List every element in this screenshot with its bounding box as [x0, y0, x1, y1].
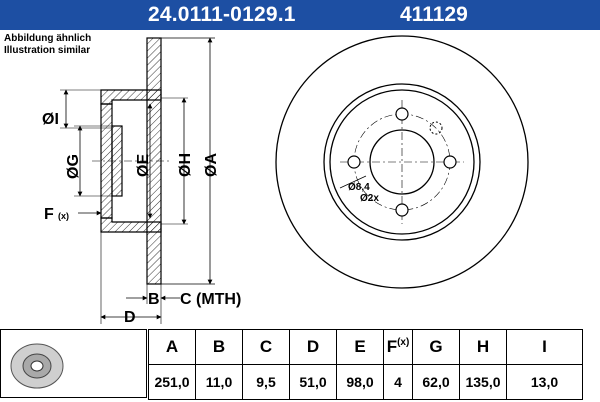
value-h: 135,0: [459, 364, 507, 400]
bolt-count-label: Ø2x: [360, 193, 379, 204]
bolt-hole-label: Ø8,4: [348, 182, 370, 193]
part-number: 24.0111-0129.1: [148, 3, 296, 26]
label-f: F: [44, 206, 54, 223]
header-f: F: [386, 337, 398, 356]
front-view: Ø8,4 Ø2x: [275, 35, 529, 289]
value-c: 9,5: [242, 364, 290, 400]
inner-ring-circle: [323, 83, 481, 241]
value-e: 98,0: [336, 364, 384, 400]
header-e: E: [336, 329, 384, 365]
value-i: 13,0: [506, 364, 583, 400]
bolt-hole-bottom: [395, 203, 409, 217]
value-d: 51,0: [289, 364, 337, 400]
value-g: 62,0: [412, 364, 460, 400]
label-b: B: [148, 291, 160, 308]
label-h: ØH: [177, 153, 194, 177]
technical-drawing: ØI ØG ØE ØH ØA F (x) B C (MTH) D Ø8,4 Ø2…: [42, 35, 529, 326]
value-f: 4: [383, 364, 413, 400]
bolt-hole-right: [443, 155, 457, 169]
label-f-sub: (x): [58, 211, 69, 221]
cross-section: [60, 37, 215, 324]
aux-hole: [429, 121, 443, 135]
header-f-sub: (x): [397, 337, 410, 348]
header-c: C: [242, 329, 290, 365]
bolt-hole-left: [347, 155, 361, 169]
value-a: 251,0: [148, 364, 196, 400]
label-a: ØA: [203, 153, 220, 177]
hat-circle: [329, 89, 475, 235]
label-e: ØE: [135, 154, 152, 177]
header-b: B: [195, 329, 243, 365]
dimension-labels: ØI ØG ØE ØH ØA F (x) B C (MTH) D: [42, 111, 241, 326]
note-de: Abbildung ähnlich: [4, 33, 92, 44]
header-g: G: [412, 329, 460, 365]
bolt-hole-top: [395, 107, 409, 121]
spec-table: A B C D E F(x) G H I 251,0 11,0 9,5 51,0…: [148, 329, 583, 400]
header-d: D: [289, 329, 337, 365]
disc-thumbnail-icon: [10, 343, 64, 389]
header-bar: 24.0111-0129.1 411129: [0, 0, 600, 30]
ate-number: 411129: [400, 3, 468, 26]
spec-header-row: A B C D E F(x) G H I: [148, 329, 583, 365]
note-en: Illustration similar: [4, 45, 91, 56]
label-c: C (MTH): [180, 291, 241, 308]
label-d: D: [124, 309, 136, 326]
label-i: ØI: [42, 111, 59, 128]
product-thumbnail: [0, 329, 147, 398]
header-a: A: [148, 329, 196, 365]
header-f-cell: F(x): [383, 329, 413, 365]
header-h: H: [459, 329, 507, 365]
value-b: 11,0: [195, 364, 243, 400]
header-i: I: [506, 329, 583, 365]
spec-value-row: 251,0 11,0 9,5 51,0 98,0 4 62,0 135,0 13…: [148, 364, 583, 400]
outer-circle: [275, 35, 529, 289]
center-bore: [369, 129, 435, 195]
label-g: ØG: [65, 154, 82, 179]
